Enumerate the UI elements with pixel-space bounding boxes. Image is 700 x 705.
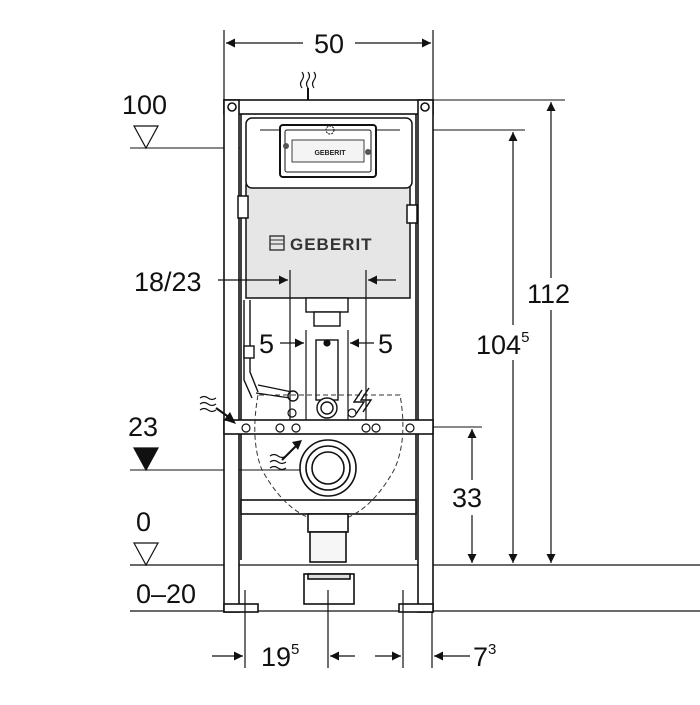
drain-elbow xyxy=(299,439,357,605)
frame-left-label: 195 xyxy=(261,641,299,672)
level-label-top: 100 xyxy=(122,90,167,120)
offset-dimensions xyxy=(280,330,374,420)
mounting-holes xyxy=(241,408,415,433)
height-drain-label: 33 xyxy=(452,483,482,513)
flush-pipe xyxy=(315,339,339,419)
level-lines xyxy=(130,99,700,612)
bottom-dimensions xyxy=(212,590,470,668)
height-dimensions xyxy=(467,102,556,563)
height-total-label: 112 xyxy=(527,279,570,309)
water-flow-icon xyxy=(199,395,236,424)
frame-right-foot xyxy=(398,603,434,613)
width-dimension xyxy=(223,30,434,100)
frame-top-rail xyxy=(223,99,434,115)
brand-logo: GEBERIT xyxy=(269,235,373,254)
frame-right-main: 7 xyxy=(473,642,488,672)
offset-right-label: 5 xyxy=(378,329,393,359)
flush-plate-label: GEBERIT xyxy=(314,150,346,157)
level-label-drain: 23 xyxy=(128,412,158,442)
offset-left-label: 5 xyxy=(259,329,274,359)
frame-left-post xyxy=(223,99,240,613)
frame-left-main: 19 xyxy=(261,642,291,672)
level-label-floor: 0 xyxy=(136,507,151,537)
height-cistern-label: 1045 xyxy=(476,329,529,360)
flush-plate: GEBERIT xyxy=(279,124,377,178)
pipe-spacing-label: 18/23 xyxy=(134,267,202,297)
frame-left-sup: 5 xyxy=(291,641,299,658)
frame-lower-bar xyxy=(240,499,417,515)
frame-left-foot xyxy=(223,603,259,613)
height-cistern-sup: 5 xyxy=(521,329,529,346)
drain-flow-icon xyxy=(269,440,302,471)
width-dimension-label: 50 xyxy=(314,29,344,59)
pipe-spacing-dimension xyxy=(218,270,396,420)
level-marker-floor-icon xyxy=(132,542,160,567)
frame-right-label: 73 xyxy=(473,641,496,672)
frame-right-sup: 3 xyxy=(488,641,496,658)
level-marker-icon xyxy=(132,125,160,150)
frame-right-post xyxy=(417,99,434,613)
level-marker-drain-icon xyxy=(132,447,160,472)
installation-frame xyxy=(223,99,434,613)
level-label-screed: 0–20 xyxy=(136,579,196,609)
height-cistern-main: 104 xyxy=(476,330,521,360)
electrical-icon xyxy=(352,387,373,415)
brand-name: GEBERIT xyxy=(290,235,373,254)
cistern-outlet xyxy=(305,297,349,327)
